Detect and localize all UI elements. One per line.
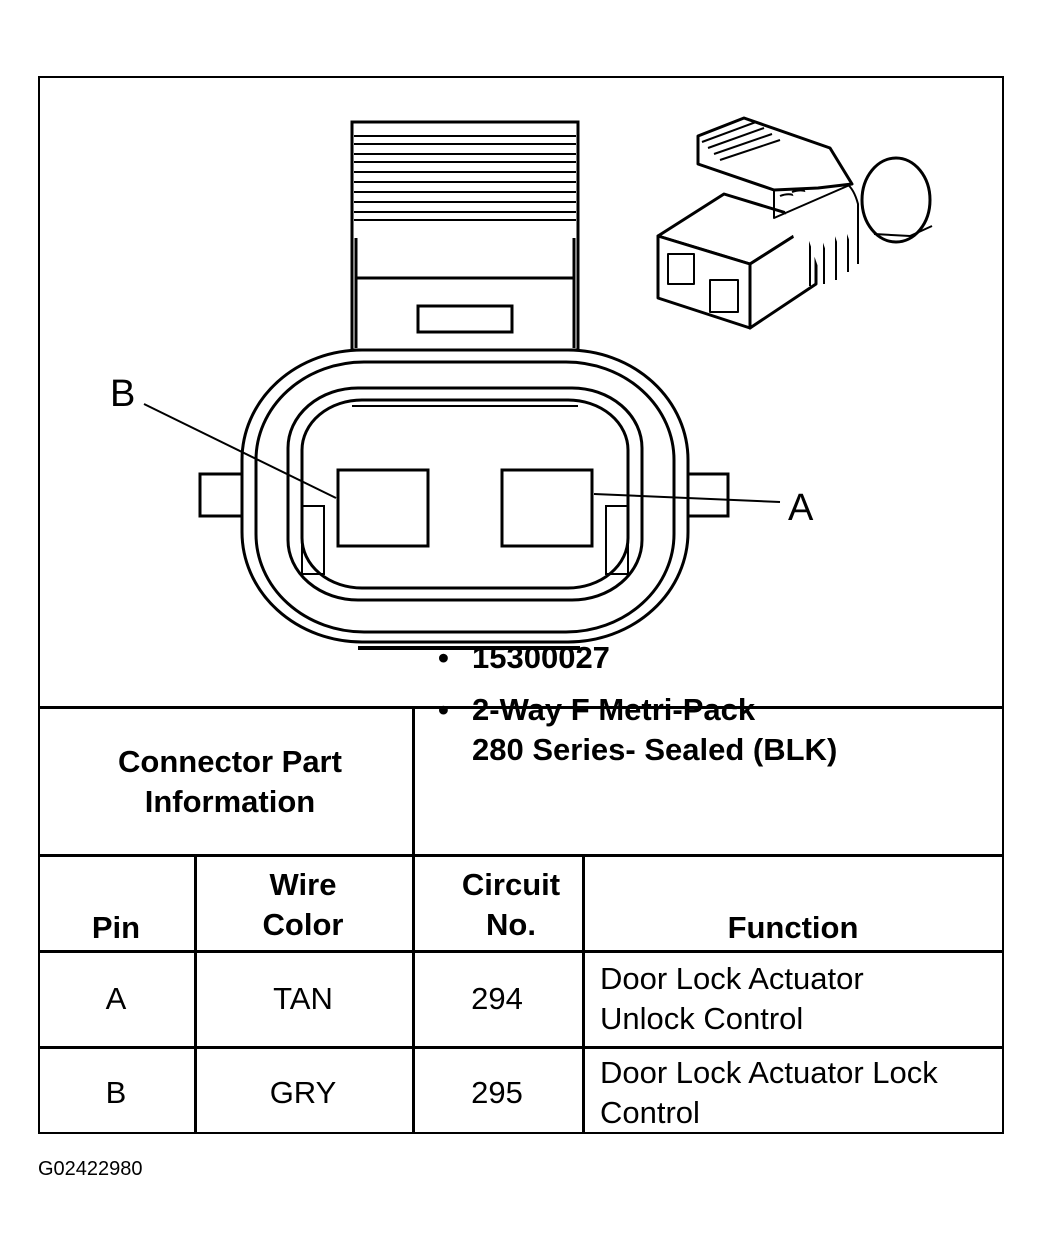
header-wire-color: Wire Color (218, 860, 388, 950)
connector-isometric-view (656, 116, 933, 330)
figure-id: G02422980 (38, 1158, 143, 1180)
connector-face-view (143, 120, 781, 650)
part-number: 15300027 (472, 640, 610, 675)
row-b-wire-color-text: GRY (269, 1075, 337, 1110)
pin-label-a: A (788, 487, 814, 529)
row-a-pin: A (40, 954, 192, 1044)
bullet-icon: • (438, 692, 449, 727)
divider-wire-col (412, 854, 415, 1134)
row-b-circuit: 295 (414, 1050, 580, 1136)
divider-row-a-bottom (40, 1046, 1002, 1049)
header-pin: Pin (40, 896, 192, 948)
header-wire-color-text: Wire Color (262, 867, 344, 942)
row-a-function-text: Door Lock Actuator Unlock Control (600, 961, 864, 1036)
row-a-function: Door Lock Actuator Unlock Control (584, 954, 1002, 1044)
part-info-heading-text: Connector Part Information (118, 744, 342, 819)
part-info-item: • 15300027 (434, 638, 954, 678)
row-b-circuit-text: 295 (471, 1075, 523, 1110)
header-circuit: Circuit No. (436, 860, 586, 950)
divider-circuit-col (582, 854, 585, 1134)
divider-pin-col (194, 854, 197, 1134)
row-b-function: Door Lock Actuator Lock Control (584, 1050, 1002, 1136)
header-pin-text: Pin (91, 910, 141, 945)
header-function-text: Function (727, 910, 859, 945)
row-a-wire-color-text: TAN (273, 981, 333, 1016)
row-b-function-text: Door Lock Actuator Lock Control (600, 1055, 938, 1130)
part-info-list: • 15300027 • 2-Way F Metri-Pack 280 Seri… (434, 638, 954, 770)
row-a-circuit: 294 (414, 954, 580, 1044)
row-a-wire-color: TAN (196, 954, 410, 1044)
part-info-heading: Connector Part Information (80, 710, 380, 854)
part-info-item: • 2-Way F Metri-Pack 280 Series- Sealed … (434, 690, 954, 770)
bullet-icon: • (438, 640, 449, 675)
divider-header-bottom (40, 950, 1002, 953)
divider-part-info-top (40, 706, 1002, 709)
row-b-wire-color: GRY (196, 1050, 410, 1136)
divider-header-top (40, 854, 1002, 857)
header-circuit-text: Circuit No. (461, 867, 561, 942)
row-a-circuit-text: 294 (471, 981, 523, 1016)
pin-label-b: B (110, 373, 135, 415)
header-function: Function (584, 896, 1002, 948)
connector-diagram: B A (110, 116, 933, 650)
row-b-pin-text: B (105, 1075, 127, 1110)
connector-info-frame: B A (38, 76, 1004, 1134)
row-b-pin: B (40, 1050, 192, 1136)
divider-part-info-col (412, 706, 415, 856)
part-description: 2-Way F Metri-Pack 280 Series- Sealed (B… (472, 692, 838, 767)
row-a-pin-text: A (105, 981, 127, 1016)
